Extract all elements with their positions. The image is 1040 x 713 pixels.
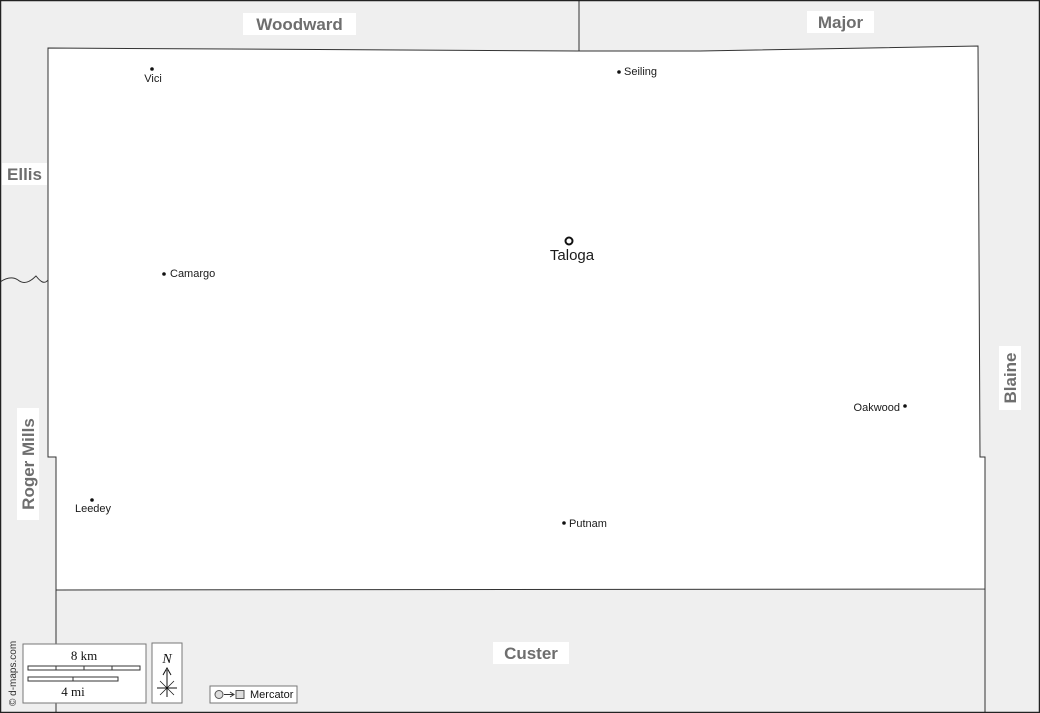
town-dot-icon bbox=[562, 521, 566, 525]
projection-label: Mercator bbox=[250, 689, 294, 701]
main-county-shape bbox=[47, 45, 986, 591]
county-label-roger-mills: Roger Mills bbox=[19, 418, 38, 510]
town-dot-icon bbox=[90, 498, 94, 502]
scale-km-label: 8 km bbox=[71, 648, 97, 663]
county-label-ellis: Ellis bbox=[7, 165, 42, 184]
border-ellis-rogermills bbox=[0, 275, 49, 284]
arrow-head-icon bbox=[229, 691, 235, 698]
label-bg-major bbox=[807, 11, 874, 33]
label-bg-woodward bbox=[243, 13, 356, 35]
globe-icon bbox=[214, 690, 224, 699]
county-label-major: Major bbox=[818, 13, 864, 32]
label-bg-roger-mills bbox=[17, 408, 39, 520]
county-label-blaine: Blaine bbox=[1001, 352, 1020, 403]
county-label-woodward: Woodward bbox=[256, 15, 343, 34]
county-seat-label-taloga: Taloga bbox=[550, 247, 595, 264]
county-seat-icon bbox=[564, 236, 574, 246]
scale-mi-label: 4 mi bbox=[61, 684, 85, 699]
town-dot-icon bbox=[617, 70, 621, 74]
scale-bar: 8 km 4 mi bbox=[22, 643, 147, 704]
town-label-camargo: Camargo bbox=[170, 268, 215, 280]
label-bg-custer bbox=[493, 642, 569, 664]
label-bg-blaine bbox=[999, 346, 1021, 410]
label-bg-ellis bbox=[2, 163, 47, 185]
town-label-leedey: Leedey bbox=[75, 503, 112, 515]
town-label-oakwood: Oakwood bbox=[854, 402, 900, 414]
town-label-vici: Vici bbox=[144, 73, 162, 85]
projection-box: Mercator bbox=[209, 685, 298, 704]
north-label: N bbox=[161, 652, 172, 667]
town-dot-icon bbox=[903, 404, 907, 408]
flat-map-icon bbox=[235, 690, 245, 699]
town-dot-icon bbox=[162, 272, 166, 276]
north-arrow: N bbox=[151, 642, 183, 704]
town-dot-icon bbox=[150, 67, 154, 71]
credit-text: © d-maps.com bbox=[8, 641, 19, 706]
scale-box bbox=[22, 643, 147, 704]
projection-frame bbox=[209, 685, 298, 704]
compass-diag-icon bbox=[159, 680, 175, 696]
town-label-seiling: Seiling bbox=[624, 66, 657, 78]
town-label-putnam: Putnam bbox=[569, 518, 607, 530]
north-arrow-head-icon bbox=[162, 666, 172, 676]
county-label-custer: Custer bbox=[504, 644, 558, 663]
